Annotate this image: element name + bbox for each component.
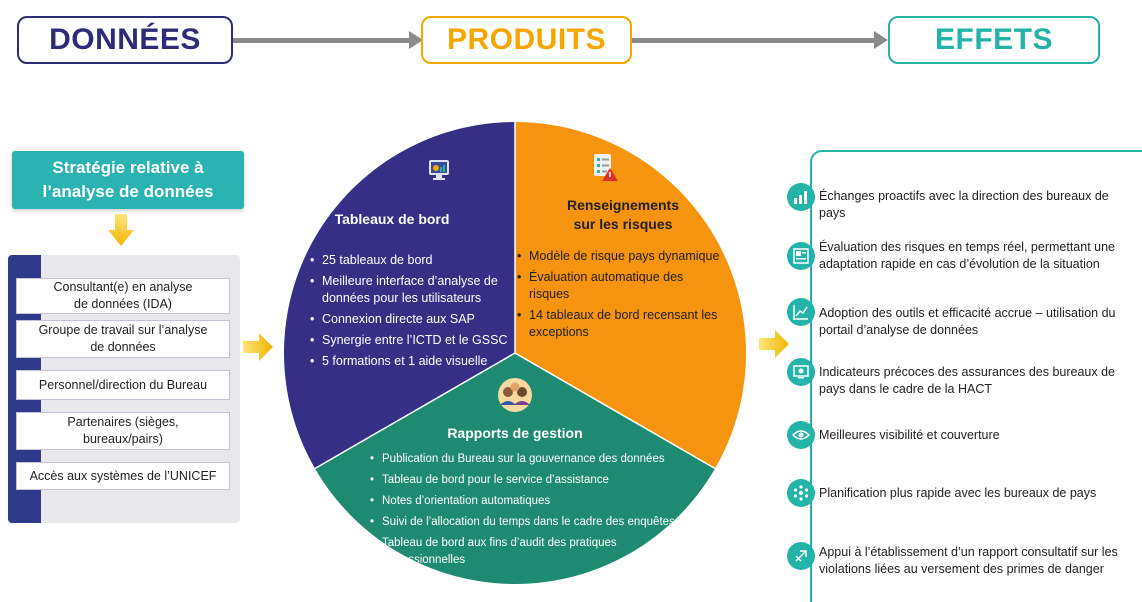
effect-text: Planification plus rapide avec les burea… [819,486,1097,500]
strategy-box: Stratégie relative à l’analyse de donnée… [12,151,244,209]
line-chart-icon [787,298,815,326]
left-item-staff: Personnel/direction du Bureau [16,370,230,400]
list-item: 14 tableaux de bord recensant les except… [517,307,727,341]
bar-chart-icon [787,183,815,211]
left-item-partners: Partenaires (sièges, bureaux/pairs) [16,412,230,450]
left-item-unicef-systems: Accès aux systèmes de l’UNICEF [16,462,230,490]
effect-text: Meilleures visibilité et couverture [819,428,1000,442]
list-item: Notes d’orientation automatiques [370,493,690,510]
list-item: Synergie entre l’ICTD et le GSSC [310,332,510,349]
list-item: Publication du Bureau sur la gouvernance… [370,451,690,468]
list-item: 5 formations et 1 aide visuelle [310,353,510,370]
left-item-ida: Consultant(e) en analyse de données (IDA) [16,278,230,314]
dashboards-list: 25 tableaux de bord Meilleure interface … [310,252,510,374]
left-item-working-group: Groupe de travail sur l’analyse de donnée… [16,320,230,358]
right-arrow-icon [243,333,273,361]
left-item-line: Groupe de travail sur l’analyse [38,323,208,337]
list-item: Tableau de bord aux fins d’audit des pra… [370,535,627,569]
list-item: Suivi de l’allocation du temps dans le c… [370,514,690,531]
effect-text: Indicateurs précoces des assurances des … [819,365,1116,396]
left-item-line: bureaux/pairs) [83,432,163,446]
strategy-title-line2: l’analyse de données [42,182,214,201]
management-list: Publication du Bureau sur la gouvernance… [370,451,690,573]
people-icon [498,378,532,412]
list-item: Évaluation automatique des risques [517,269,727,303]
effect-text: Adoption des outils et efficacité accrue… [819,306,1116,337]
header-produits: PRODUITS [421,16,632,64]
connector-arrowhead-1 [409,31,423,49]
risks-list: Modèle de risque pays dynamique Évaluati… [517,248,727,345]
effect-text: Appui à l’établissement d’un rapport con… [819,545,1118,576]
list-item: Modèle de risque pays dynamique [517,248,727,265]
section-title-management: Rapports de gestion [447,425,583,441]
section-title-line: sur les risques [573,216,673,232]
list-item: Tableau de bord pour le service d’assist… [370,472,690,489]
connector-line-1 [233,38,411,43]
left-item-line: Personnel/direction du Bureau [38,377,208,392]
dashboard-monitor-icon [429,160,449,180]
right-arrow-icon [759,330,789,358]
effect-text: Évaluation des risques en temps réel, pe… [819,240,1116,271]
monitor-icon [787,358,815,386]
checklist-warning-icon [594,154,618,181]
list-item: Meilleure interface d’analyse de données… [310,273,510,307]
eye-icon [787,421,815,449]
strategy-title-line1: Stratégie relative à [52,158,204,177]
header-effets: EFFETS [888,16,1100,64]
section-title-dashboards: Tableaux de bord [334,211,450,227]
alert-icon [787,542,815,570]
down-arrow-icon [108,214,134,246]
dashboard-icon [787,242,815,270]
left-item-line: Partenaires (sièges, [67,415,179,429]
connector-arrowhead-2 [874,31,888,49]
list-item: Connexion directe aux SAP [310,311,510,328]
section-title-risks: Renseignements sur les risques [548,196,698,234]
left-item-line: de données [90,340,156,354]
left-item-line: Accès aux systèmes de l’UNICEF [29,468,217,483]
left-item-line: de données (IDA) [74,297,172,311]
connector-line-2 [632,38,876,43]
header-donnees: DONNÉES [17,16,233,64]
network-icon [787,479,815,507]
section-title-line: Renseignements [566,197,680,213]
left-item-line: Consultant(e) en analyse [53,280,193,294]
list-item: 25 tableaux de bord [310,252,510,269]
effect-text: Échanges proactifs avec la direction des… [819,189,1109,220]
